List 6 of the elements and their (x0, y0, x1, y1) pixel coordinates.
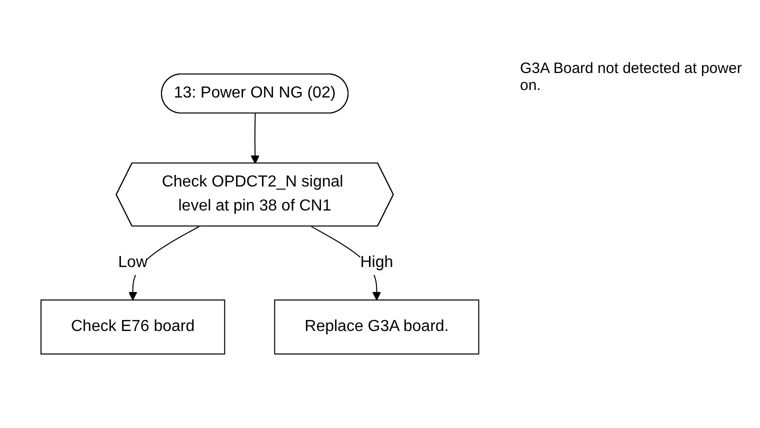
edge-label: High (360, 254, 394, 271)
node-box: Check E76 board (40, 300, 226, 354)
edge-label: Low (118, 254, 148, 271)
arrow (250, 113, 260, 164)
note-text: G3A Board not detected at power on. (520, 60, 743, 94)
node-box: Replace G3A board. (274, 300, 480, 354)
